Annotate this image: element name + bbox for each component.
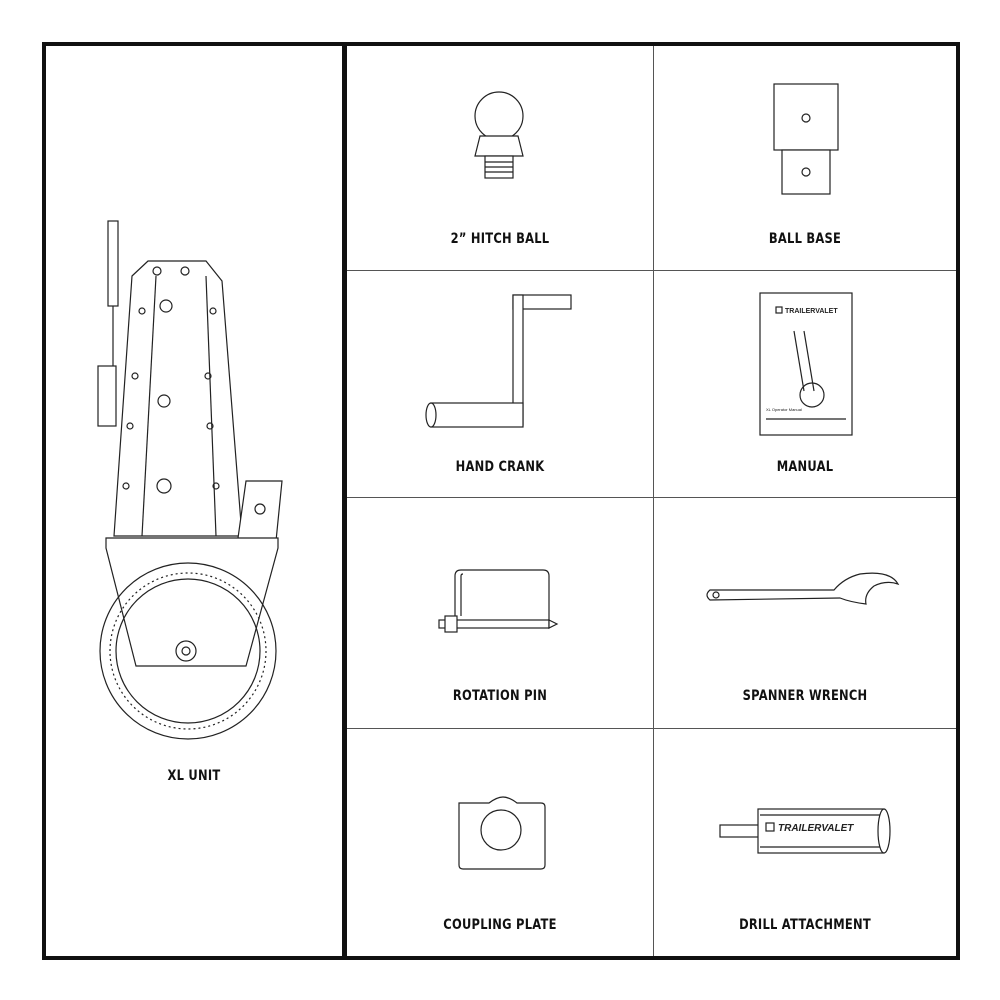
spanner-wrench-label: SPANNER WRENCH xyxy=(742,688,868,704)
coupling-plate-cell: COUPLING PLATE xyxy=(347,729,653,956)
outer-frame xyxy=(42,42,960,960)
manual-cell: TRAILERVALET XL Operator Manual MANUAL xyxy=(654,271,956,497)
hand-crank-label: HAND CRANK xyxy=(455,459,545,475)
grid-row-divider-3 xyxy=(347,728,956,729)
ball-base-icon xyxy=(773,83,839,195)
coupling-plate-label: COUPLING PLATE xyxy=(443,917,557,933)
manual-caption: XL Operator Manual xyxy=(766,407,802,412)
spanner-wrench-icon xyxy=(706,572,900,605)
rotation-pin-cell: ROTATION PIN xyxy=(347,498,653,728)
manual-icon: TRAILERVALET XL Operator Manual xyxy=(759,292,853,436)
main-divider xyxy=(342,42,347,960)
drill-attachment-label: DRILL ATTACHMENT xyxy=(739,917,871,933)
drill-attachment-cell: TRAILERVALET DRILL ATTACHMENT xyxy=(654,729,956,956)
hitch-ball-label: 2” HITCH BALL xyxy=(450,231,550,247)
hand-crank-icon xyxy=(425,294,572,428)
hitch-ball-cell: 2” HITCH BALL xyxy=(347,46,653,270)
ball-base-label: BALL BASE xyxy=(768,231,842,247)
grid-row-divider-2 xyxy=(347,497,956,498)
ball-base-cell: BALL BASE xyxy=(654,46,956,270)
spanner-wrench-cell: SPANNER WRENCH xyxy=(654,498,956,728)
manual-logo: TRAILERVALET xyxy=(785,308,838,315)
xl-unit-illustration xyxy=(97,220,283,740)
hand-crank-cell: HAND CRANK xyxy=(347,271,653,497)
drill-attachment-icon: TRAILERVALET xyxy=(719,808,891,854)
xl-unit-cell: XL UNIT xyxy=(46,46,342,956)
grid-vertical-divider xyxy=(653,46,654,956)
xl-unit-label: XL UNIT xyxy=(167,768,221,784)
rotation-pin-label: ROTATION PIN xyxy=(452,688,548,704)
grid-row-divider-1 xyxy=(347,270,956,271)
manual-label: MANUAL xyxy=(776,459,834,475)
coupling-plate-icon xyxy=(458,796,546,870)
hitch-ball-icon xyxy=(474,91,524,179)
drill-logo: TRAILERVALET xyxy=(778,823,854,834)
rotation-pin-icon xyxy=(438,569,559,633)
